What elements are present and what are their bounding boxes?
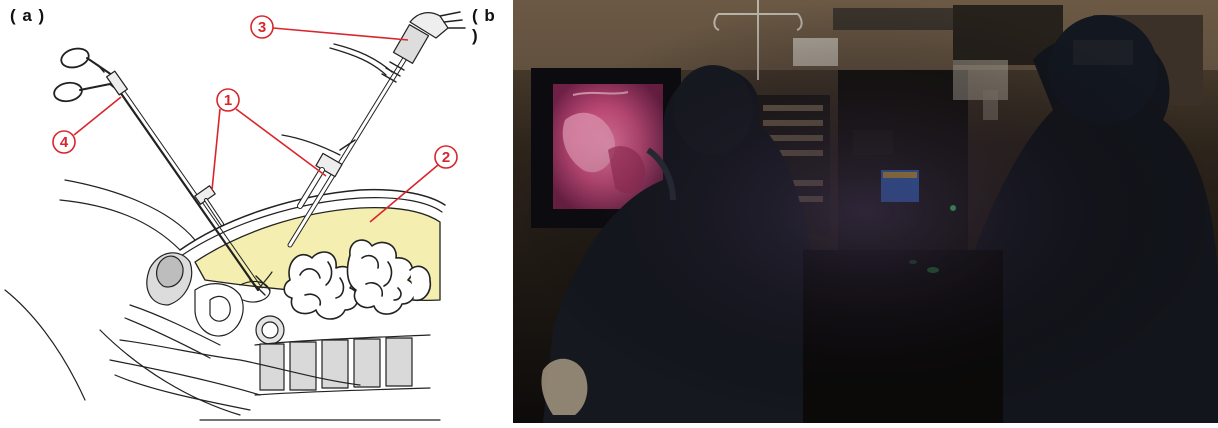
spine [255,335,430,395]
illustration-panel-a: ( a ) [0,0,505,423]
operating-room-photo [513,0,1218,423]
operating-room-scene [513,0,1218,423]
callout-number-4: 4 [60,134,69,151]
panel-b-label: ( b ) [472,6,505,46]
callout-line-3 [273,28,408,40]
callout-number-1: 1 [224,92,232,109]
body-outline-top [65,180,195,240]
callout-number-2: 2 [442,149,450,166]
callout-line-1a [212,109,220,190]
callout-number-3: 3 [258,19,266,36]
grasper-ring-handle-bottom [53,81,84,104]
panel-a-label: ( a ) [10,6,45,26]
callout-line-4 [74,97,121,135]
body-outline-front [5,290,85,400]
laparoscopy-diagram: 1 2 3 4 [0,0,505,423]
